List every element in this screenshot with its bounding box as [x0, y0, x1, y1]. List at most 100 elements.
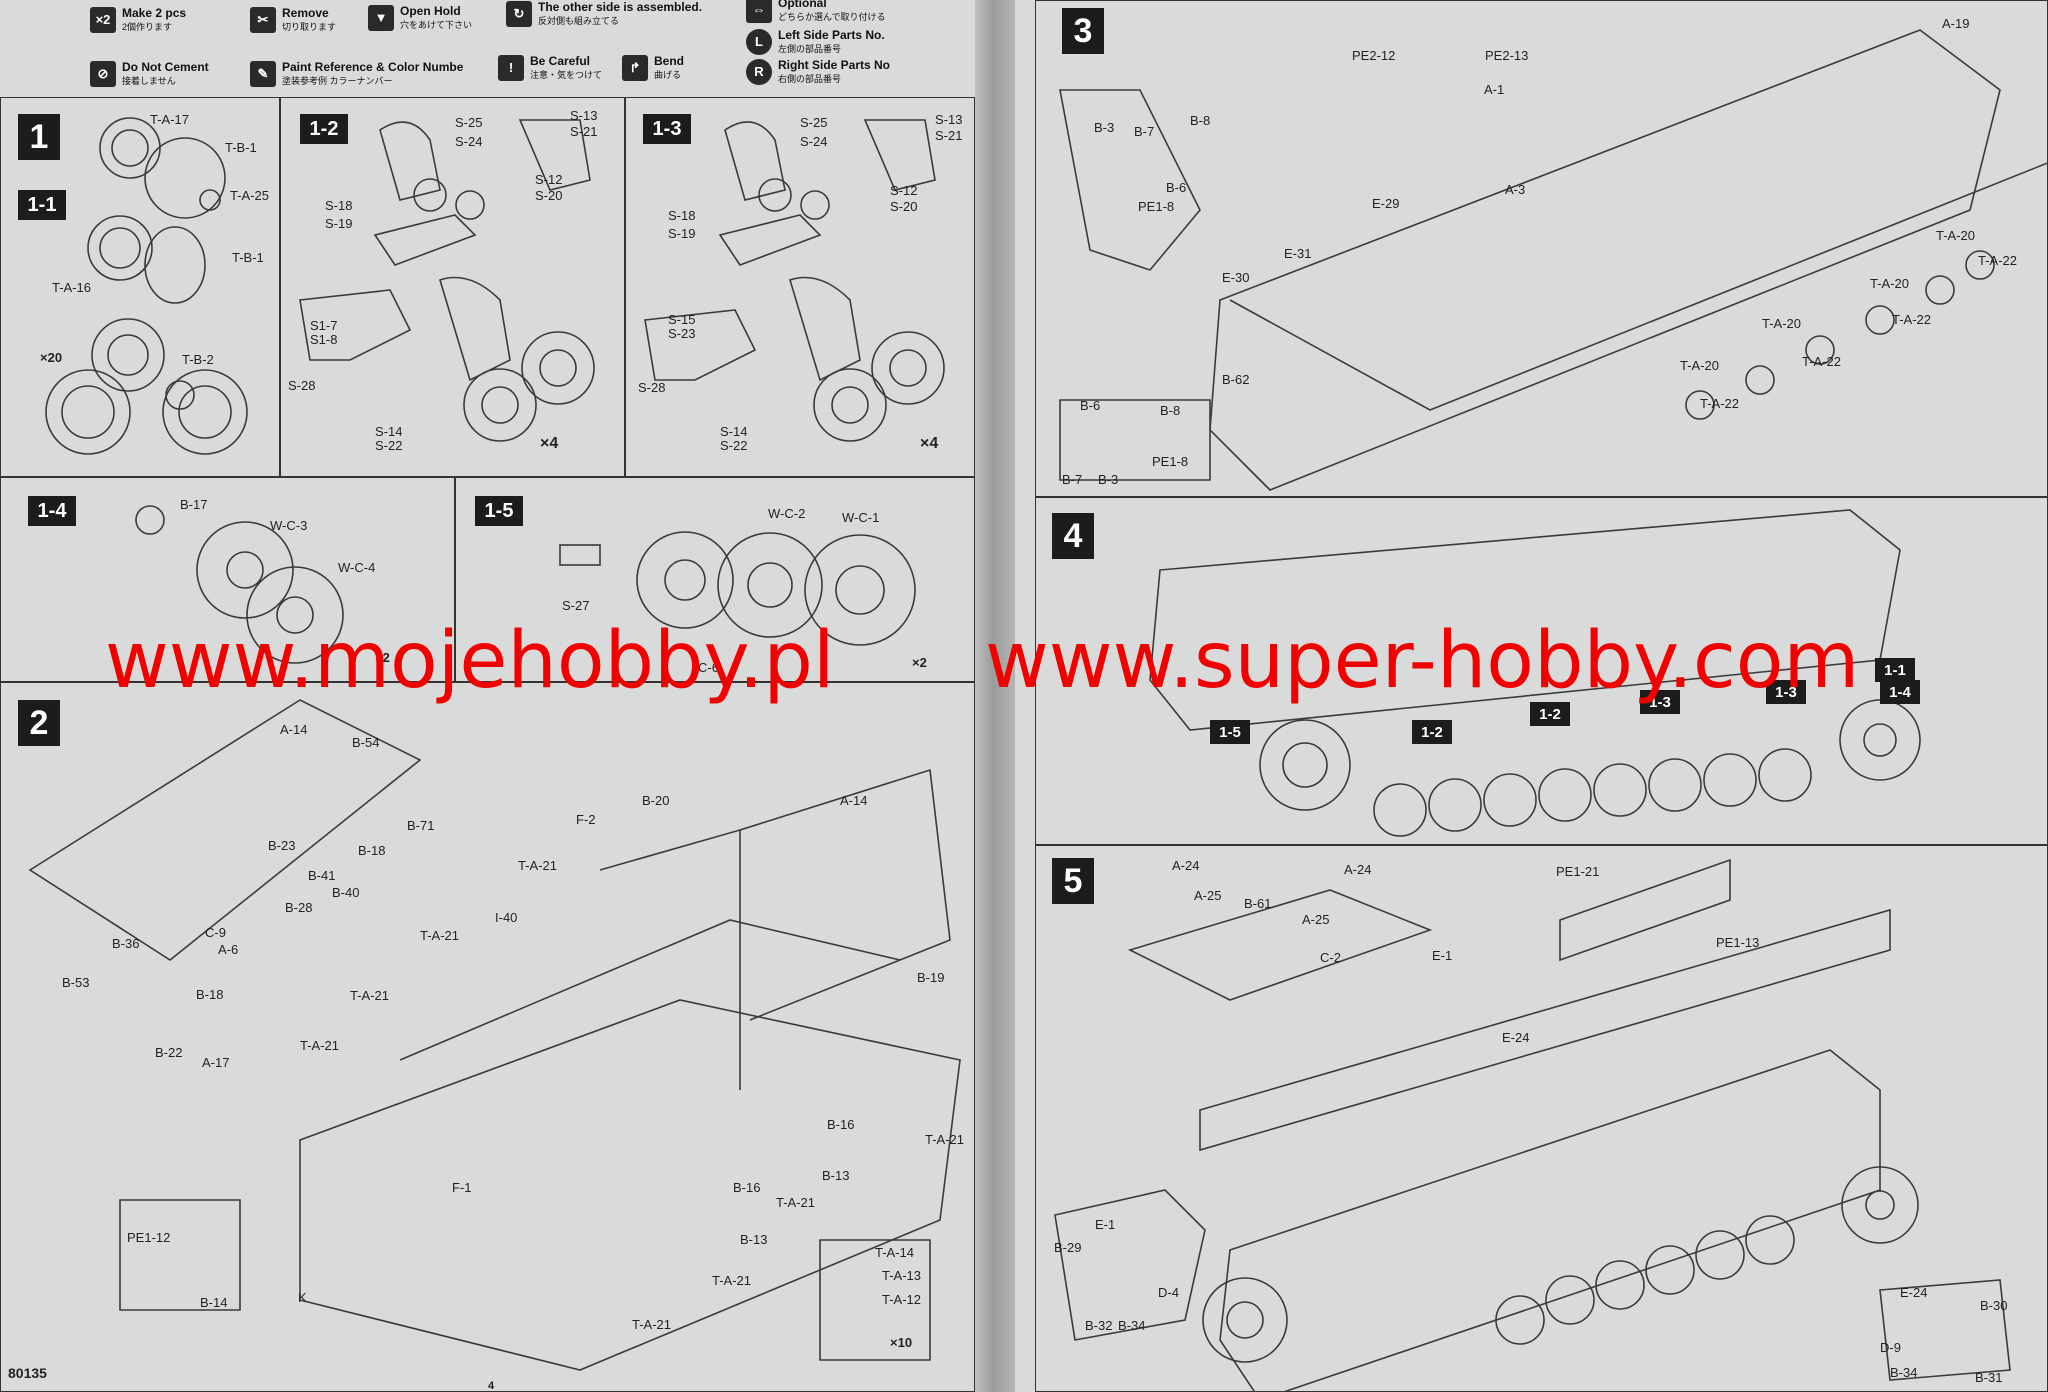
part-label: S-18: [325, 198, 353, 213]
part-label: A-17: [202, 1055, 230, 1070]
part-label: B-8: [1160, 403, 1181, 418]
x2-icon: ×2: [90, 6, 116, 33]
part-label: S1-8: [310, 332, 338, 347]
substep-ref: 1-3: [1766, 680, 1806, 704]
part-label: B-6: [1080, 398, 1101, 413]
part-label: C-9: [205, 925, 226, 940]
part-label: F-1: [452, 1180, 472, 1195]
part-label: B-22: [155, 1045, 183, 1060]
part-label: B-8: [1190, 113, 1211, 128]
part-label: A-6: [218, 942, 239, 957]
part-label: A-24: [1172, 858, 1200, 873]
part-label: A-19: [1942, 16, 1970, 31]
part-label: A-14: [840, 793, 868, 808]
part-label: B-29: [1054, 1240, 1082, 1255]
remove-icon: ✂: [250, 6, 276, 33]
part-label: S1-7: [310, 318, 338, 333]
part-label: B-7: [1134, 124, 1155, 139]
part-label: T-A-20: [1680, 358, 1720, 373]
step-1-3-number: 1-3: [643, 114, 691, 144]
part-label: A-3: [1505, 182, 1526, 197]
caution-icon: !: [498, 54, 524, 81]
part-label: B-17: [180, 497, 208, 512]
watermark-right: www.super-hobby.com: [985, 616, 1860, 706]
step-1-2-number: 1-2: [300, 114, 348, 144]
part-label: T-B-1: [232, 250, 264, 265]
part-label: B-23: [268, 838, 296, 853]
part-label: S-21: [570, 124, 598, 139]
multiplier-label: ×2: [375, 650, 390, 665]
step-1-5-panel: [455, 477, 975, 682]
part-label: A-1: [1484, 82, 1505, 97]
part-label: B-16: [733, 1180, 761, 1195]
part-label: T-A-22: [1802, 354, 1842, 369]
part-label: B-7: [1062, 472, 1083, 487]
part-label: B-71: [407, 818, 435, 833]
part-label: B-20: [642, 793, 670, 808]
part-label: B-28: [285, 900, 313, 915]
left-side-icon: L: [746, 28, 772, 55]
part-label: E-1: [1095, 1217, 1116, 1232]
part-label: T-A-21: [925, 1132, 965, 1147]
part-label: T-A-21: [518, 858, 558, 873]
part-label: PE1-8: [1138, 199, 1175, 214]
part-label: S-18: [668, 208, 696, 223]
part-label: B-41: [308, 868, 336, 883]
part-label: S-15: [668, 312, 696, 327]
part-label: B-13: [822, 1168, 850, 1183]
substep-ref: 1-4: [1880, 680, 1920, 704]
part-label: A-25: [1194, 888, 1222, 903]
part-label: S-19: [325, 216, 353, 231]
part-label: A-24: [1344, 862, 1372, 877]
part-label: C-2: [1320, 950, 1341, 965]
part-label: W-C-1: [842, 510, 880, 525]
part-label: T-A-22: [1700, 396, 1740, 411]
part-label: T-A-21: [712, 1273, 752, 1288]
step-1-3-panel: [625, 97, 975, 477]
part-label: S-23: [668, 326, 696, 341]
multiplier-label: ×10: [890, 1335, 913, 1350]
part-label: W-C-2: [768, 506, 806, 521]
part-label: T-A-20: [1936, 228, 1976, 243]
watermark-left: www.mojehobby.pl: [105, 616, 835, 706]
part-label: B-18: [196, 987, 224, 1002]
step-1-5-number: 1-5: [475, 496, 523, 526]
multiplier-label: ×4: [540, 435, 559, 452]
step-1-4-panel: [0, 477, 455, 682]
part-label: S-28: [638, 380, 666, 395]
part-label: W-C-4: [338, 560, 376, 575]
paint-icon: ✎: [250, 60, 276, 87]
part-label: PE2-12: [1352, 48, 1396, 63]
multiplier-label: ×2: [912, 655, 927, 670]
left-page: [0, 0, 975, 1392]
part-label: S-24: [800, 134, 828, 149]
part-label: S-22: [375, 438, 403, 453]
multiplier-label: ×4: [920, 435, 939, 452]
part-label: E-31: [1284, 246, 1312, 261]
step-3-number: 3: [1062, 8, 1104, 54]
part-label: S-27: [562, 598, 590, 613]
part-label: T-A-21: [776, 1195, 816, 1210]
part-label: E-29: [1372, 196, 1400, 211]
part-label: PE2-13: [1485, 48, 1529, 63]
part-label: B-40: [332, 885, 360, 900]
part-label: PE1-8: [1152, 454, 1189, 469]
part-label: D-9: [1880, 1340, 1901, 1355]
part-label: S-12: [535, 172, 563, 187]
bend-icon: ↱: [622, 54, 648, 81]
part-label: S-25: [455, 115, 483, 130]
part-label: B-34: [1890, 1365, 1918, 1380]
part-label: K: [298, 1290, 307, 1305]
part-label: B-36: [112, 936, 140, 951]
substep-ref: 1-2: [1530, 702, 1570, 726]
part-label: S-24: [455, 134, 483, 149]
part-label: S-21: [935, 128, 963, 143]
step-2-number: 2: [18, 700, 60, 746]
part-label: S-14: [375, 424, 403, 439]
